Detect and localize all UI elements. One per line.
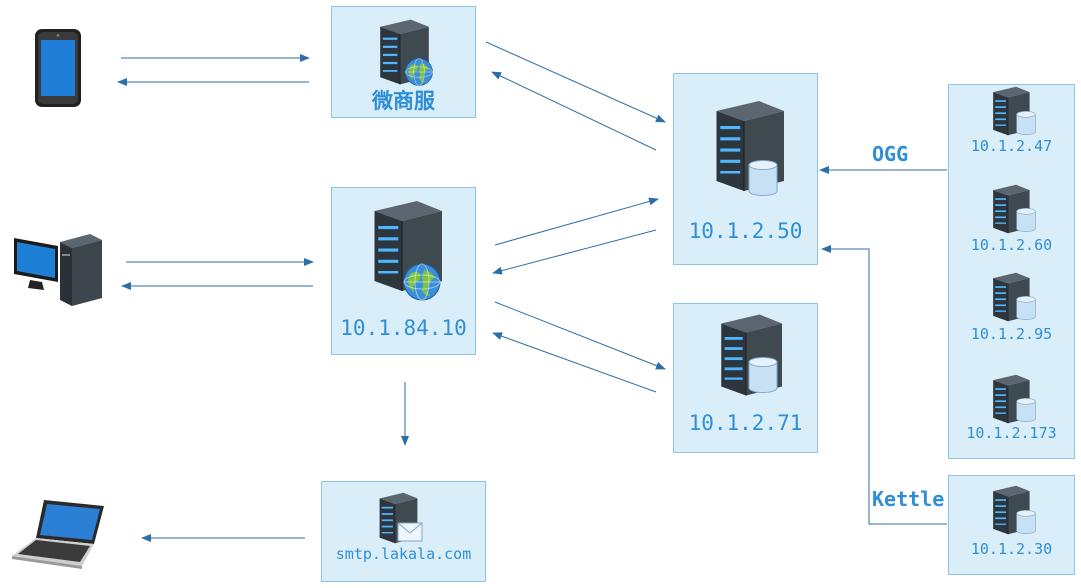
database-cylinder-icon xyxy=(748,159,778,197)
src-30-label: 10.1.2.30 xyxy=(970,540,1053,558)
database-cylinder-icon xyxy=(1016,296,1036,320)
envelope-icon xyxy=(397,522,423,542)
main-db-label: 10.1.2.50 xyxy=(688,219,803,243)
mail-server-label: smtp.lakala.com xyxy=(335,545,472,563)
desktop-computer-icon xyxy=(12,232,104,308)
mobile-phone-icon xyxy=(33,28,83,108)
database-cylinder-icon xyxy=(1016,111,1036,135)
database-cylinder-icon xyxy=(1016,398,1036,422)
src-60-label: 10.1.2.60 xyxy=(970,236,1053,254)
kettle-edge-label: Kettle xyxy=(872,487,945,511)
globe-icon xyxy=(403,263,441,301)
database-cylinder-icon xyxy=(1016,208,1036,232)
db-71-label: 10.1.2.71 xyxy=(688,411,803,435)
database-cylinder-icon xyxy=(1016,510,1036,534)
app-server-label: 10.1.84.10 xyxy=(340,316,467,340)
laptop-icon xyxy=(10,496,108,570)
src-47-label: 10.1.2.47 xyxy=(970,137,1053,155)
globe-icon xyxy=(405,58,433,86)
server-icon xyxy=(720,313,783,397)
src-95-label: 10.1.2.95 xyxy=(970,325,1053,343)
weishangfu-label: 微商服 xyxy=(372,89,435,113)
database-cylinder-icon xyxy=(748,357,778,393)
ogg-edge-label: OGG xyxy=(872,142,909,166)
src-173-label: 10.1.2.173 xyxy=(966,424,1057,442)
server-icon xyxy=(715,100,785,192)
